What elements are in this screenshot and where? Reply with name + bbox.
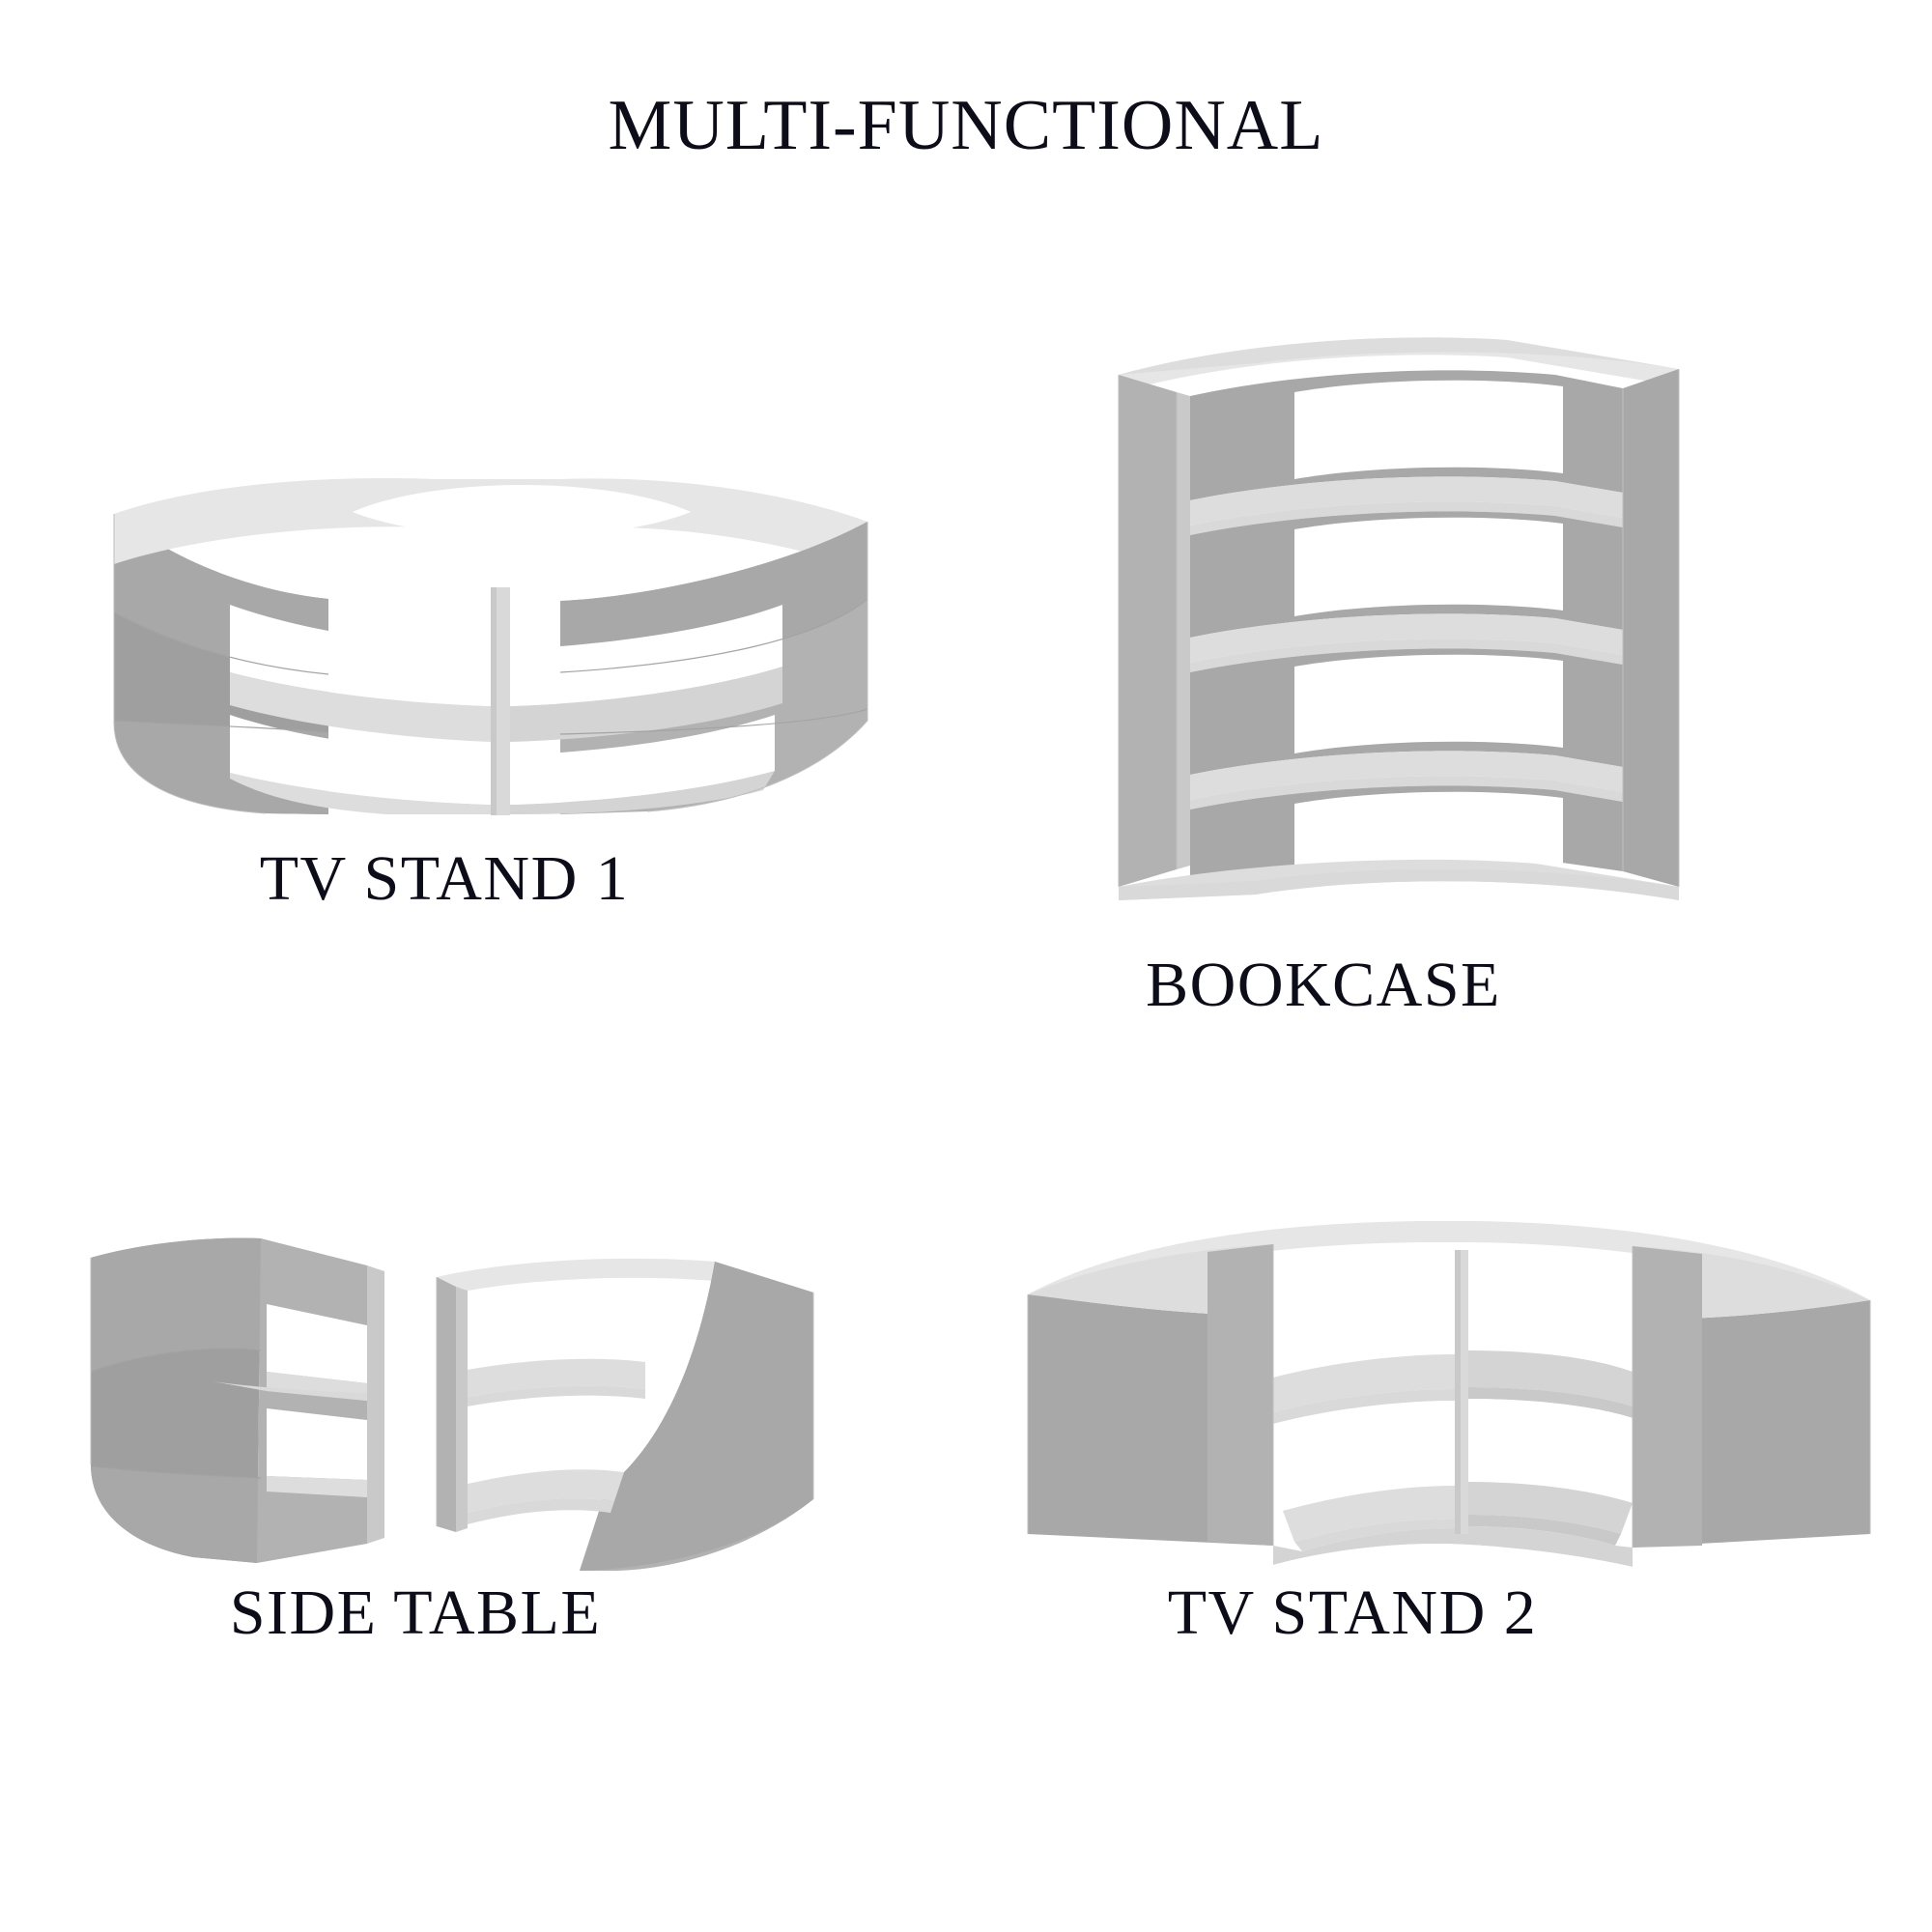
page-title: MULTI-FUNCTIONAL bbox=[608, 86, 1324, 165]
figure-side-table bbox=[77, 1236, 908, 1575]
figure-tv-stand-1 bbox=[106, 478, 879, 821]
tv-stand-1-illustration bbox=[113, 478, 868, 815]
figure-tv-stand-2 bbox=[1014, 1221, 1884, 1575]
tv-stand-2-illustration bbox=[1027, 1221, 1871, 1573]
bookcase-illustration bbox=[1118, 337, 1680, 900]
label-side-table: SIDE TABLE bbox=[229, 1577, 602, 1648]
label-bookcase: BOOKCASE bbox=[1146, 950, 1501, 1020]
side-table-piece-left bbox=[90, 1237, 384, 1563]
label-tv-stand-2: TV STAND 2 bbox=[1167, 1577, 1538, 1648]
side-table-piece-right bbox=[436, 1258, 814, 1571]
label-tv-stand-1: TV STAND 1 bbox=[259, 843, 630, 914]
figure-bookcase bbox=[1101, 328, 1700, 927]
side-table-illustration bbox=[90, 1237, 814, 1571]
